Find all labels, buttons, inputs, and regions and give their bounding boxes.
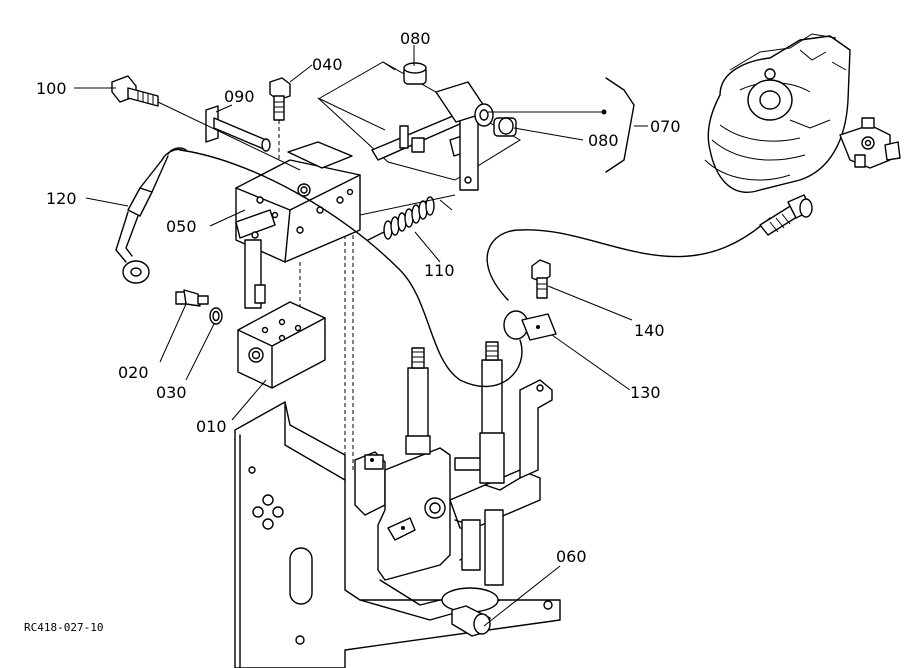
part-010-valve-block: [237, 301, 326, 389]
drawing-reference-code: RC418-027-10: [24, 621, 103, 634]
hydraulic-pump-unit: [704, 33, 901, 193]
label-part-080-top: 080: [400, 29, 431, 48]
label-part-130: 130: [630, 383, 661, 402]
part-140-bolt: [531, 259, 551, 299]
label-part-060: 060: [556, 547, 587, 566]
vertical-posts: [405, 341, 505, 586]
part-110-spring: [359, 194, 456, 241]
part-080-bushing-right: [493, 117, 517, 137]
label-part-050: 050: [166, 217, 197, 236]
label-part-080-right: 080: [588, 131, 619, 150]
label-part-070: 070: [650, 117, 681, 136]
part-130-clamp: [503, 310, 557, 341]
part-080-bushing-top: [403, 62, 427, 85]
hose-end-fitting: [759, 194, 813, 236]
part-030-oring: [209, 307, 223, 325]
center-bracket: [354, 447, 541, 606]
label-part-100: 100: [36, 79, 67, 98]
part-060-bolt: [451, 605, 491, 637]
part-070-assembly: [371, 81, 494, 191]
label-part-090: 090: [224, 87, 255, 106]
label-part-040: 040: [312, 55, 343, 74]
label-part-110: 110: [424, 261, 455, 280]
label-part-030: 030: [156, 383, 187, 402]
label-part-010: 010: [196, 417, 227, 436]
part-020-fitting: [175, 289, 209, 307]
label-part-120: 120: [46, 189, 77, 208]
part-100-bolt: [111, 75, 159, 107]
part-090-pin: [205, 105, 271, 152]
part-050-bracket: [235, 141, 361, 312]
main-frame: [234, 401, 561, 668]
label-part-140: 140: [634, 321, 665, 340]
part-120-pipe: [115, 147, 187, 284]
label-part-020: 020: [118, 363, 149, 382]
right-bracket: [484, 379, 553, 491]
hose: [179, 149, 771, 387]
